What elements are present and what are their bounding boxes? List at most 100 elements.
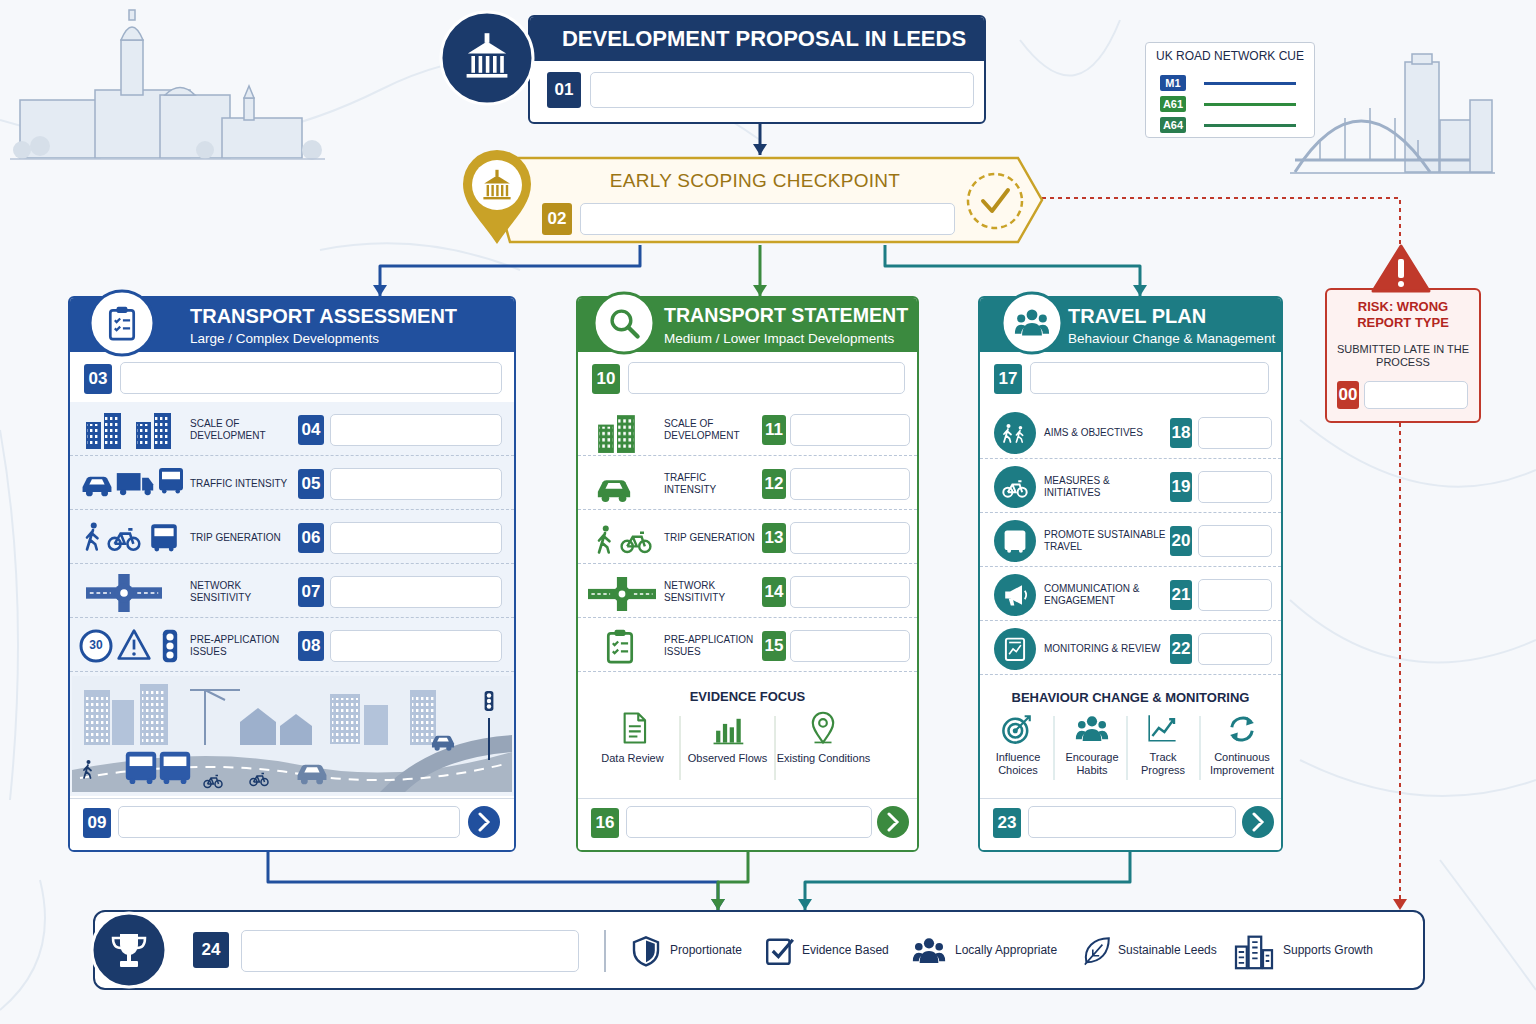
node-text: Encourage Habits bbox=[1055, 751, 1129, 777]
criteria-row: PROMOTE SUSTAINABLE TRAVEL20 bbox=[980, 515, 1281, 567]
assessment-illustration-part-part bbox=[364, 705, 388, 745]
connector-line bbox=[1399, 423, 1401, 910]
assessment-row-icons-part bbox=[86, 574, 162, 612]
criteria-row: AIMS & OBJECTIVES18 bbox=[980, 407, 1281, 459]
evidence-icons-part bbox=[625, 714, 645, 743]
connector bbox=[1393, 423, 1407, 910]
city-skyline-right-part bbox=[1470, 100, 1492, 172]
assessment-illustration-part bbox=[380, 735, 512, 792]
behaviour-icons-part bbox=[1076, 716, 1108, 741]
behaviour-icons-part bbox=[1003, 716, 1029, 742]
node-text: TRAVEL PLAN bbox=[1068, 304, 1275, 328]
input-field bbox=[1198, 525, 1272, 557]
footer-arrows bbox=[468, 806, 1274, 838]
risk-triangle-part bbox=[1398, 259, 1404, 278]
assessment-illustration-part-part bbox=[330, 694, 360, 744]
civic-skyline-part bbox=[20, 100, 100, 158]
civic-skyline-part-part bbox=[196, 141, 214, 159]
assessment-row-icons-part bbox=[119, 631, 150, 659]
legend-badge: A61 bbox=[1160, 96, 1186, 112]
evidence-icons-part bbox=[813, 713, 833, 743]
node-text: Sustainable Leeds bbox=[1118, 943, 1228, 957]
statement-row-icons-part bbox=[598, 480, 630, 502]
statement-row-icons-part bbox=[588, 577, 656, 611]
evidence-icons bbox=[625, 713, 834, 780]
arrowhead bbox=[1393, 899, 1407, 910]
statement-row-icons-part bbox=[598, 415, 635, 453]
connector bbox=[373, 245, 640, 296]
panel-header-icons-part bbox=[612, 311, 638, 337]
start-box: DEVELOPMENT PROPOSAL IN LEEDS01 bbox=[528, 15, 986, 124]
input-field bbox=[626, 806, 872, 838]
assessment-illustration-part bbox=[84, 760, 91, 778]
civic-skyline-part-part bbox=[30, 136, 50, 156]
map-streets-part bbox=[0, 880, 45, 1010]
risk-triangle-part bbox=[1398, 281, 1404, 287]
risk-box: RISK: WRONG REPORT TYPESUBMITTED LATE IN… bbox=[1325, 245, 1481, 423]
checkpoint-pin-part bbox=[483, 170, 510, 200]
node-text: RISK: WRONG REPORT TYPE bbox=[1331, 299, 1475, 330]
legend-swatch bbox=[1204, 124, 1296, 127]
node-text: PROMOTE SUSTAINABLE TRAVEL bbox=[1044, 515, 1168, 567]
arrowhead bbox=[1133, 285, 1147, 296]
input-field bbox=[330, 576, 502, 608]
callout-number: 06 bbox=[298, 523, 324, 553]
assessment-row-icons-part bbox=[117, 473, 153, 495]
check-mark-part bbox=[968, 174, 1022, 228]
callout-number: 04 bbox=[298, 415, 324, 445]
travel-plan-row-icons-part-part bbox=[994, 466, 1036, 508]
node-text: TRIP GENERATION bbox=[190, 512, 296, 564]
input-field bbox=[790, 522, 910, 554]
civic-skyline-part bbox=[13, 136, 322, 160]
speed-limit-number: 30 bbox=[81, 638, 111, 652]
civic-skyline-part bbox=[222, 118, 302, 158]
civic-skyline-part bbox=[10, 158, 325, 160]
outcome-icons-part-part bbox=[1236, 937, 1272, 969]
civic-skyline-part-part bbox=[302, 140, 322, 160]
behaviour-icons-part bbox=[1054, 716, 1200, 780]
city-skyline-right-part bbox=[1320, 108, 1418, 160]
map-streets-part bbox=[0, 430, 18, 800]
travel-plan-row-icons-part-part bbox=[1005, 585, 1026, 605]
outcome-icons-part-part bbox=[1085, 938, 1109, 964]
input-field bbox=[1198, 471, 1272, 503]
city-skyline-right-part bbox=[1290, 172, 1495, 174]
connector-line bbox=[1042, 198, 1400, 245]
outcome-icons-part bbox=[634, 937, 1272, 969]
assessment-row-icons-part bbox=[83, 477, 112, 497]
evidence-icons-part bbox=[680, 716, 775, 780]
criteria-row: PRE-APPLICATION ISSUES15 bbox=[578, 620, 917, 672]
evidence-icons-part bbox=[714, 719, 744, 744]
panel-footer: 23 bbox=[980, 798, 1281, 850]
assessment-illustration-part-part bbox=[140, 684, 168, 745]
travel-plan-row-icons-part-part bbox=[994, 520, 1036, 562]
input-field bbox=[790, 414, 910, 446]
assessment-illustration-part-part bbox=[240, 708, 276, 745]
assessment-illustration-part bbox=[80, 764, 505, 780]
start-icon-part bbox=[467, 33, 508, 77]
footer-arrows-part bbox=[468, 806, 500, 838]
input-field bbox=[1364, 381, 1468, 409]
assessment-illustration-part-part bbox=[280, 714, 312, 745]
assessment-illustration-part bbox=[298, 765, 327, 785]
criteria-row: NETWORK SENSITIVITY07 bbox=[70, 566, 514, 618]
input-field bbox=[1198, 417, 1272, 449]
callout-number: 13 bbox=[762, 523, 786, 553]
node-text: Track Progress bbox=[1126, 751, 1200, 777]
civic-skyline-part-part bbox=[13, 141, 31, 159]
assessment-row-icons-part bbox=[136, 413, 171, 449]
risk-triangle bbox=[1373, 246, 1429, 291]
report-panel: TRAVEL PLANBehaviour Change & Management… bbox=[978, 296, 1283, 852]
criteria-row: PRE-APPLICATION ISSUES08 bbox=[70, 620, 514, 672]
outcome-icons-part bbox=[113, 934, 145, 967]
connector bbox=[753, 124, 767, 155]
behaviour-icons bbox=[1003, 715, 1254, 780]
assessment-illustration-part-part bbox=[142, 688, 166, 742]
outcome-icons-part-part bbox=[767, 940, 793, 964]
criteria-row: COMMUNICATION & ENGAGEMENT21 bbox=[980, 569, 1281, 621]
connector-line bbox=[885, 245, 1140, 296]
footer-arrows-part bbox=[1242, 806, 1274, 838]
callout-number: 00 bbox=[1337, 381, 1359, 409]
assessment-illustration-part bbox=[204, 776, 222, 788]
